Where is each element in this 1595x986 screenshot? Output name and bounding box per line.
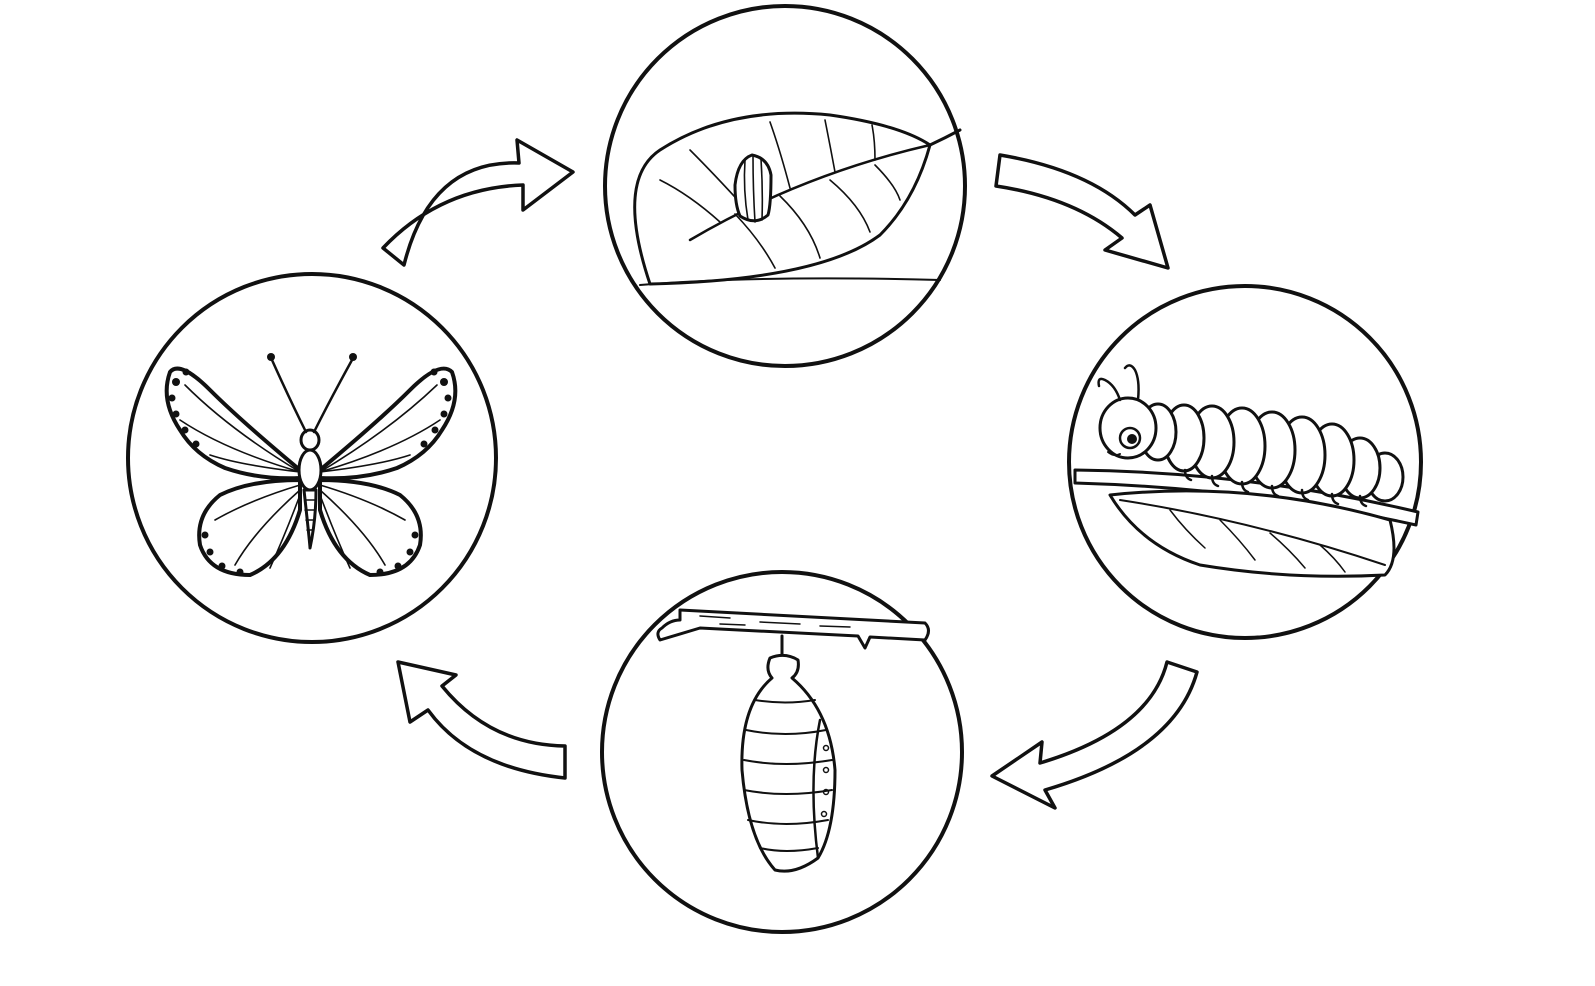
stage-chrysalis xyxy=(600,570,964,934)
wing-spots xyxy=(168,368,452,576)
stage-egg xyxy=(603,4,967,368)
chrysalis-icon xyxy=(740,653,837,873)
stage-caterpillar xyxy=(1067,284,1423,640)
stage-butterfly xyxy=(126,272,498,644)
arrow-egg-to-caterpillar xyxy=(994,153,1170,270)
egg-icon xyxy=(733,153,773,223)
arrow-chrysalis-to-butterfly xyxy=(396,660,567,780)
butterfly-icon xyxy=(164,353,458,577)
caterpillar-on-leaf-icon xyxy=(1073,364,1420,578)
egg-on-leaf-icon xyxy=(633,111,962,286)
arrow-butterfly-to-egg xyxy=(381,138,575,267)
chrysalis-on-branch-icon xyxy=(656,608,930,873)
arrow-caterpillar-to-chrysalis xyxy=(990,660,1199,810)
caterpillar-icon xyxy=(1097,364,1405,508)
